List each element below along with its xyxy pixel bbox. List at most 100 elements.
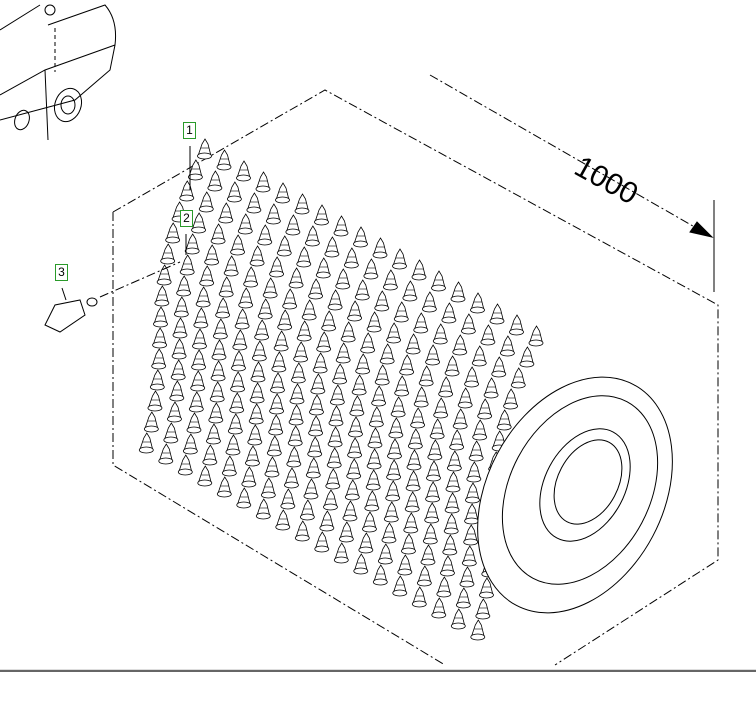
cutting-bit [143,411,159,433]
cutting-bit [280,488,296,510]
cutting-bit [464,503,480,525]
cutting-bit [457,387,473,409]
cutting-bit [466,461,482,483]
cutting-bit [266,435,282,457]
cutting-bit [308,278,323,300]
cutting-bit [216,149,232,171]
cutting-bit [372,564,388,586]
cutting-bit [418,365,434,387]
cutting-bit [271,351,287,373]
cutting-bit [335,342,351,364]
cutting-bit [374,290,390,312]
cutting-bit [158,443,174,465]
callout-3[interactable]: 3 [55,264,68,281]
cutting-bit [276,235,292,257]
cutting-bit [416,565,432,587]
cutting-bit [301,299,317,321]
cutting-bit [360,332,376,354]
cutting-bit [286,446,302,468]
cutting-bit [344,479,360,501]
cutting-bit [366,448,382,470]
tool-bit-part [44,297,98,333]
cutting-bit [255,498,271,520]
cutting-bit [221,455,237,477]
cutting-bit [305,457,321,479]
cutting-bit [257,224,273,246]
cutting-bit [353,553,369,575]
cutting-bit [204,244,220,266]
cutting-bit [177,454,193,476]
cutting-bit [230,371,246,393]
cutting-bit [489,303,505,325]
cutting-bit [152,327,168,349]
cutting-bit [496,409,512,431]
cutting-bit [199,265,215,287]
cutting-bit [390,396,406,418]
cutting-bit [309,394,324,416]
drum-end-wheel [477,376,673,614]
cutting-bit [246,192,262,214]
cutting-bit [218,276,234,298]
cutting-bit [197,138,212,160]
cutting-bit [282,288,298,310]
cutting-bit [314,531,330,553]
cutting-bit [465,482,480,504]
cutting-bit [227,413,243,435]
cutting-bit [433,397,449,419]
cutting-bit [363,258,379,280]
cutting-bit [210,360,226,382]
cutting-bit [212,318,228,340]
cutting-bit [249,245,265,267]
cutting-bit [347,437,363,459]
cutting-bit [315,257,331,279]
callout-2[interactable]: 2 [180,210,193,227]
cutting-bit [461,545,477,567]
cutting-bit [471,345,487,367]
cutting-bit [288,267,304,289]
cutting-bit [383,501,399,523]
cutting-bit [444,355,460,377]
cutting-bit [188,391,204,413]
bounding-dashed-box [112,89,719,666]
cutting-bit [160,243,176,265]
cutting-bit [287,425,303,447]
cutting-bit [170,359,186,381]
cutting-bit [231,350,246,372]
cutting-bit [333,215,349,237]
cutting-bit [238,287,254,309]
cutting-bit [264,456,280,478]
cutting-bit [424,502,440,524]
callout-1[interactable]: 1 [183,122,196,139]
cutting-bit [479,577,494,599]
cutting-bit [431,270,446,292]
cutting-bit [353,226,368,248]
cutting-bit [351,374,367,396]
cutting-bit [425,344,440,366]
leader-lines [61,146,191,301]
cutting-bit [182,433,198,455]
cutting-bit [206,423,221,445]
cutting-bit [346,458,362,480]
cutting-bit [314,204,329,226]
cutting-bit [176,275,192,297]
cutting-bit [308,415,324,437]
cutting-bit [450,281,466,303]
cutting-bit [449,429,465,451]
cutting-bit [207,170,223,192]
cutting-bit [260,477,276,499]
cutting-bit [262,277,278,299]
cutting-bit [450,608,466,630]
cutting-bit [237,213,253,235]
cutting-bit [413,312,429,334]
cutting-bit [167,401,182,423]
cutting-bit [455,587,471,609]
cutting-bit [277,309,293,331]
cutting-bit [187,159,203,181]
cutting-bit [169,380,185,402]
cutting-bit [444,492,460,514]
cutting-bit [191,349,207,371]
cutting-bit [288,404,304,426]
cutting-bit [232,329,248,351]
cutting-bit [236,160,251,182]
cutting-bit [198,191,214,213]
